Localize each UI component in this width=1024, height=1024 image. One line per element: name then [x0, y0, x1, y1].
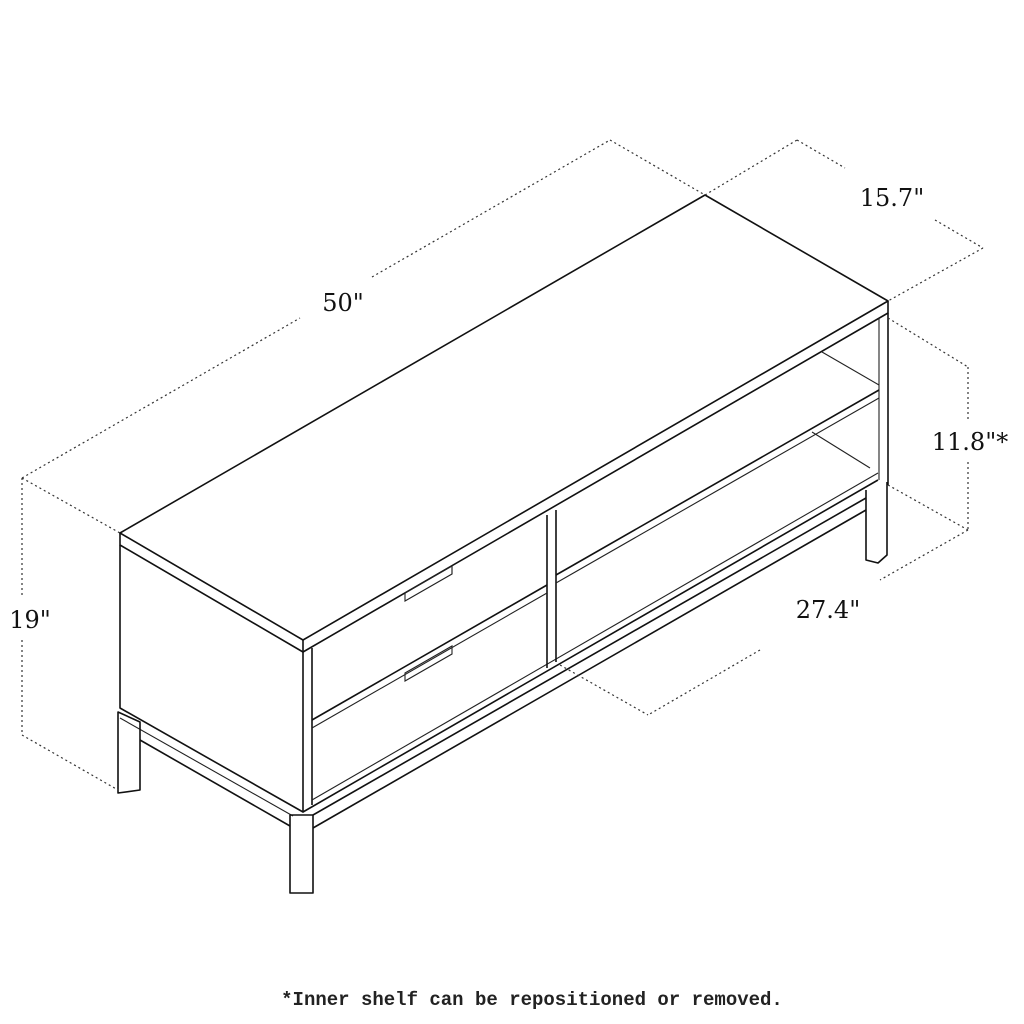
inner-width-label: 27.4": [796, 596, 860, 624]
height-label: 19": [9, 606, 51, 634]
depth-label: 15.7": [860, 184, 924, 212]
furniture-drawing: [117, 194, 889, 894]
drawer-handle-top: [404, 565, 453, 602]
inner-shelf: [555, 389, 880, 576]
top-edge: [119, 301, 889, 653]
footnote: *Inner shelf can be repositioned or remo…: [281, 989, 783, 1011]
shelf-height-label: 11.8"*: [932, 428, 1008, 456]
top-surface: [119, 194, 889, 641]
drawer-handle-bottom: [404, 645, 453, 682]
left-side-panel: [119, 545, 304, 813]
dimension-lines: [21, 139, 984, 791]
front-left-leg: [289, 814, 314, 894]
drawer-split: [311, 584, 548, 721]
width-label: 50": [322, 289, 364, 317]
front-right-leg: [865, 482, 888, 564]
back-left-leg: [117, 711, 141, 794]
